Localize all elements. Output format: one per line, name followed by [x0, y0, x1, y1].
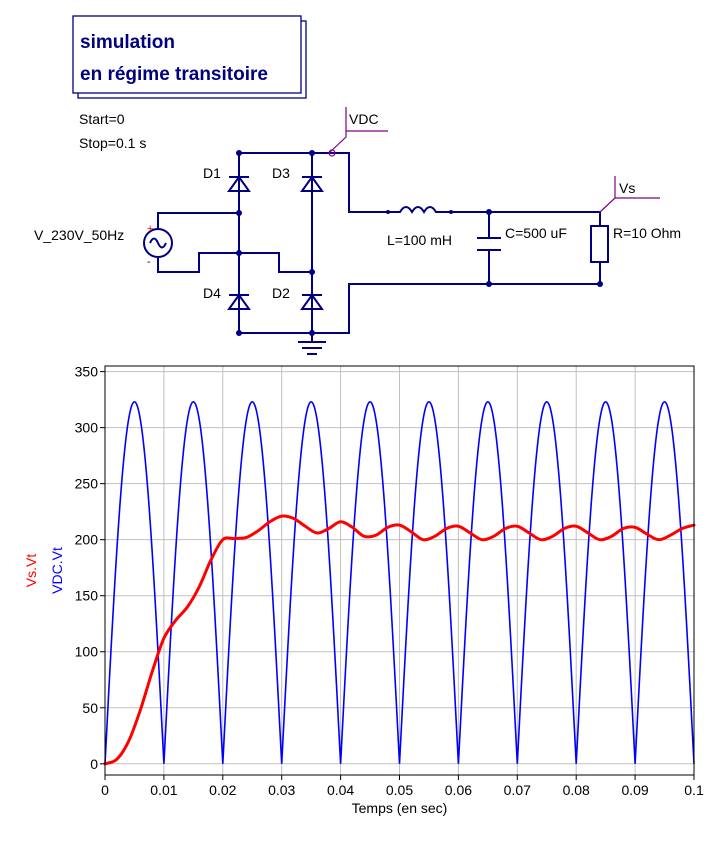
title-line-1: simulation	[80, 32, 175, 53]
node-top-left	[236, 150, 242, 156]
ac-source	[143, 228, 173, 258]
chart-series	[103, 401, 696, 766]
node-top-right	[309, 150, 315, 156]
inductor	[388, 206, 451, 214]
y-tick-label: 100	[75, 644, 99, 660]
x-tick-label: 0.04	[327, 782, 354, 798]
diode-d4	[227, 293, 251, 310]
series-vs-line	[103, 514, 696, 766]
probe-vdc-label: VDC	[349, 111, 379, 127]
x-tick-label: 0.1	[684, 782, 704, 798]
y-tick-label: 350	[75, 364, 99, 380]
y-axis-label-vs: Vs.Vt	[23, 554, 39, 588]
label-d4: D4	[203, 285, 221, 301]
title-box: simulation en régime transitoire	[72, 15, 307, 99]
x-tick-label: 0.09	[621, 782, 648, 798]
y-tick-label: 0	[90, 756, 98, 772]
node-ind-right	[449, 210, 453, 214]
capacitor	[477, 237, 501, 251]
probe-vdc	[328, 107, 388, 157]
label-d3: D3	[272, 165, 290, 181]
x-tick-label: 0.05	[386, 782, 413, 798]
probe-vs-label: Vs	[619, 180, 635, 196]
y-tick-label: 150	[75, 588, 99, 604]
y-tick-label: 250	[75, 476, 99, 492]
x-tick-label: 0.01	[150, 782, 177, 798]
y-tick-label: 50	[82, 700, 98, 716]
probe-vs	[599, 176, 660, 213]
x-tick-label: 0.07	[504, 782, 531, 798]
x-tick-label: 0.03	[268, 782, 295, 798]
node-mid-left	[236, 210, 242, 216]
chart-grid	[104, 366, 695, 775]
diode-d1	[227, 175, 251, 192]
node-ind-left	[386, 210, 390, 214]
node-bottom-right	[309, 330, 315, 336]
diode-d3	[300, 175, 324, 192]
label-d1: D1	[203, 165, 221, 181]
schematic	[157, 152, 601, 355]
label-inductor: L=100 mH	[387, 232, 452, 248]
title-line-2: en régime transitoire	[80, 64, 268, 85]
label-capacitor: C=500 uF	[505, 225, 567, 241]
x-tick-label: 0.08	[563, 782, 590, 798]
y-tick-label: 200	[75, 532, 99, 548]
y-axis-label-vdc: VDC.Vt	[49, 547, 65, 594]
node-cap-top	[486, 209, 492, 215]
x-axis-label: Temps (en sec)	[352, 800, 448, 816]
y-tick-label: 300	[75, 420, 99, 436]
node-mid-left-low	[236, 250, 242, 256]
sim-stop: Stop=0.1 s	[79, 135, 146, 151]
junction-nodes	[236, 150, 603, 336]
source-plus-sign: +	[147, 223, 153, 235]
node-bottom-left	[236, 330, 242, 336]
label-resistor: R=10 Ohm	[613, 225, 681, 241]
node-mid-right	[309, 269, 315, 275]
node-cap-bottom	[486, 281, 492, 287]
series-vdc-line	[104, 401, 695, 764]
source-minus-sign: -	[147, 256, 151, 268]
label-d2: D2	[272, 285, 290, 301]
x-tick-label: 0.06	[445, 782, 472, 798]
sim-start: Start=0	[79, 111, 125, 127]
x-tick-label: 0	[101, 782, 109, 798]
x-tick-label: 0.02	[209, 782, 236, 798]
label-source: V_230V_50Hz	[34, 227, 124, 243]
diode-d2	[300, 293, 324, 310]
transient-chart: 0 0.01 0.02 0.03 0.04 0.05 0.06 0.07 0.08 0.09 0.1…	[23, 364, 704, 816]
resistor	[590, 225, 609, 263]
node-res-bottom	[597, 281, 603, 287]
chart-ticks: 0 0.01 0.02 0.03 0.04 0.05 0.06 0.07 0.08 0.09 0.1…	[75, 364, 704, 798]
